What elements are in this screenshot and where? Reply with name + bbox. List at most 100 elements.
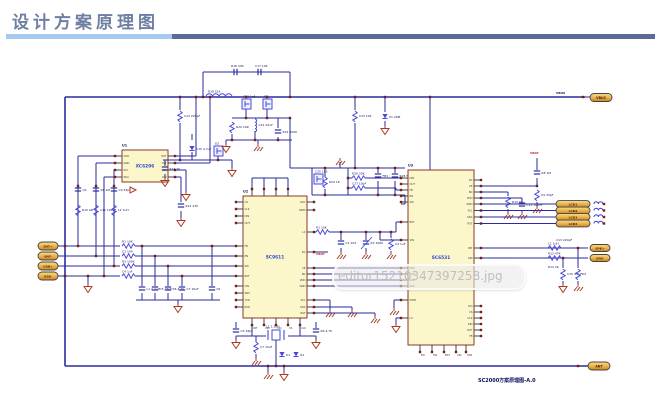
junction-dot: [201, 95, 205, 99]
svg-text:EN: EN: [245, 254, 249, 258]
svg-text:VDD: VDD: [300, 278, 306, 282]
junction-dot: [113, 154, 117, 158]
resistor: [574, 268, 582, 281]
net-label: VBAT: [316, 252, 326, 256]
junction-dot: [602, 209, 606, 212]
junction-dot: [244, 95, 248, 99]
diode: [293, 352, 299, 357]
ground-symbol: [389, 254, 394, 260]
net-label: R14 2K: [170, 167, 182, 171]
svg-text:LCD1: LCD1: [569, 202, 578, 206]
ground-symbol: [392, 254, 397, 260]
svg-text:USB+: USB+: [43, 264, 53, 268]
svg-text:RXD: RXD: [245, 305, 251, 309]
inductor: [254, 118, 258, 133]
net-label: R3 100K: [371, 241, 385, 245]
junction-dot: [166, 264, 170, 268]
net-label: C23 102: [359, 114, 372, 118]
junction-dot: [274, 323, 278, 327]
net-label: SC2000方案原理图-A.0: [478, 377, 536, 384]
ground-symbol: [325, 312, 330, 318]
junction-dot: [265, 116, 269, 120]
net-label: L2 1uH: [548, 242, 559, 246]
svg-text:FB: FB: [469, 334, 472, 338]
net-label: R26 20K: [352, 172, 366, 176]
svg-text:SNS: SNS: [467, 353, 473, 357]
svg-text:OUT: OUT: [467, 328, 473, 332]
resistor: [121, 252, 136, 260]
svg-text:LX: LX: [410, 316, 413, 320]
resistor: [559, 268, 567, 281]
net-label: R8 1M: [101, 188, 111, 192]
junction-dot: [418, 350, 422, 354]
svg-text:BAT-: BAT-: [44, 254, 52, 258]
junction-dot: [112, 184, 116, 188]
net-label: X1 26M: [389, 115, 401, 119]
svg-text:SCL: SCL: [124, 168, 129, 172]
svg-text:CE: CE: [469, 184, 473, 188]
junction-dot: [479, 322, 483, 326]
net-label: D2: [215, 142, 219, 146]
svg-text:VIO: VIO: [162, 175, 167, 179]
svg-text:LCD2: LCD2: [569, 209, 578, 213]
net-label: C11 100nF: [527, 203, 543, 207]
svg-text:XIN: XIN: [265, 326, 270, 330]
svg-text:SW: SW: [245, 264, 250, 268]
connector-oval: LCD1: [555, 200, 591, 208]
junction-dot: [479, 310, 483, 314]
resistor: [351, 184, 366, 192]
ground-symbol: [227, 170, 237, 178]
ground-symbol: [335, 160, 340, 166]
svg-text:PWM: PWM: [299, 208, 305, 212]
junction-dot: [399, 220, 403, 224]
junction-dot: [253, 138, 257, 142]
svg-text:SDA: SDA: [124, 175, 130, 179]
net-label: C4 1uF: [395, 242, 406, 246]
junction-dot: [140, 244, 144, 248]
junction-dot: [479, 316, 483, 320]
net-label: C15 4.7uF: [567, 272, 583, 276]
net-label: R10 0R: [82, 208, 93, 212]
junction-dot: [234, 221, 238, 225]
junction-dot: [323, 166, 327, 170]
resistor: [547, 254, 562, 262]
svg-text:CLK: CLK: [301, 326, 306, 330]
svg-text:RST: RST: [300, 311, 305, 315]
net-label: D1: [286, 353, 290, 357]
connector-oval: VBUS: [589, 93, 613, 102]
net-label: D2: [582, 272, 586, 276]
svg-text:CLK: CLK: [468, 316, 473, 320]
net-label: R1 10K: [316, 226, 328, 230]
svg-text:ADC: ADC: [300, 200, 306, 204]
net-label: R6 4.7K: [321, 329, 334, 333]
diode: [279, 352, 285, 357]
junction-dot: [234, 291, 238, 295]
junction-dot: [76, 244, 80, 248]
junction-dot: [399, 200, 403, 204]
ground-symbol: [181, 194, 191, 202]
junction-dot: [266, 364, 270, 368]
net-label: L1 2.2uH: [147, 287, 160, 291]
net-label: R28 56K: [400, 174, 414, 178]
svg-text:DIN: DIN: [410, 176, 415, 180]
junction-dot: [288, 95, 292, 99]
svg-text:EN: EN: [421, 353, 425, 357]
junction-dot: [393, 193, 397, 197]
ground-symbol: [328, 312, 333, 318]
resistor: [121, 272, 136, 280]
svg-text:EN: EN: [410, 194, 414, 198]
svg-text:VIN: VIN: [245, 284, 250, 288]
ground-symbol: [341, 160, 346, 166]
ground-symbol: [558, 286, 568, 294]
junction-dot: [393, 166, 397, 170]
resistor: [110, 204, 118, 217]
net-label: VBAT: [530, 151, 540, 155]
junction-dot: [230, 138, 234, 142]
inductor: [205, 93, 233, 98]
ic-part-label: SC9611: [266, 255, 285, 261]
connector-oval: BAT-: [37, 251, 59, 261]
ground-symbol: [370, 318, 375, 324]
svg-text:RST: RST: [467, 222, 472, 226]
